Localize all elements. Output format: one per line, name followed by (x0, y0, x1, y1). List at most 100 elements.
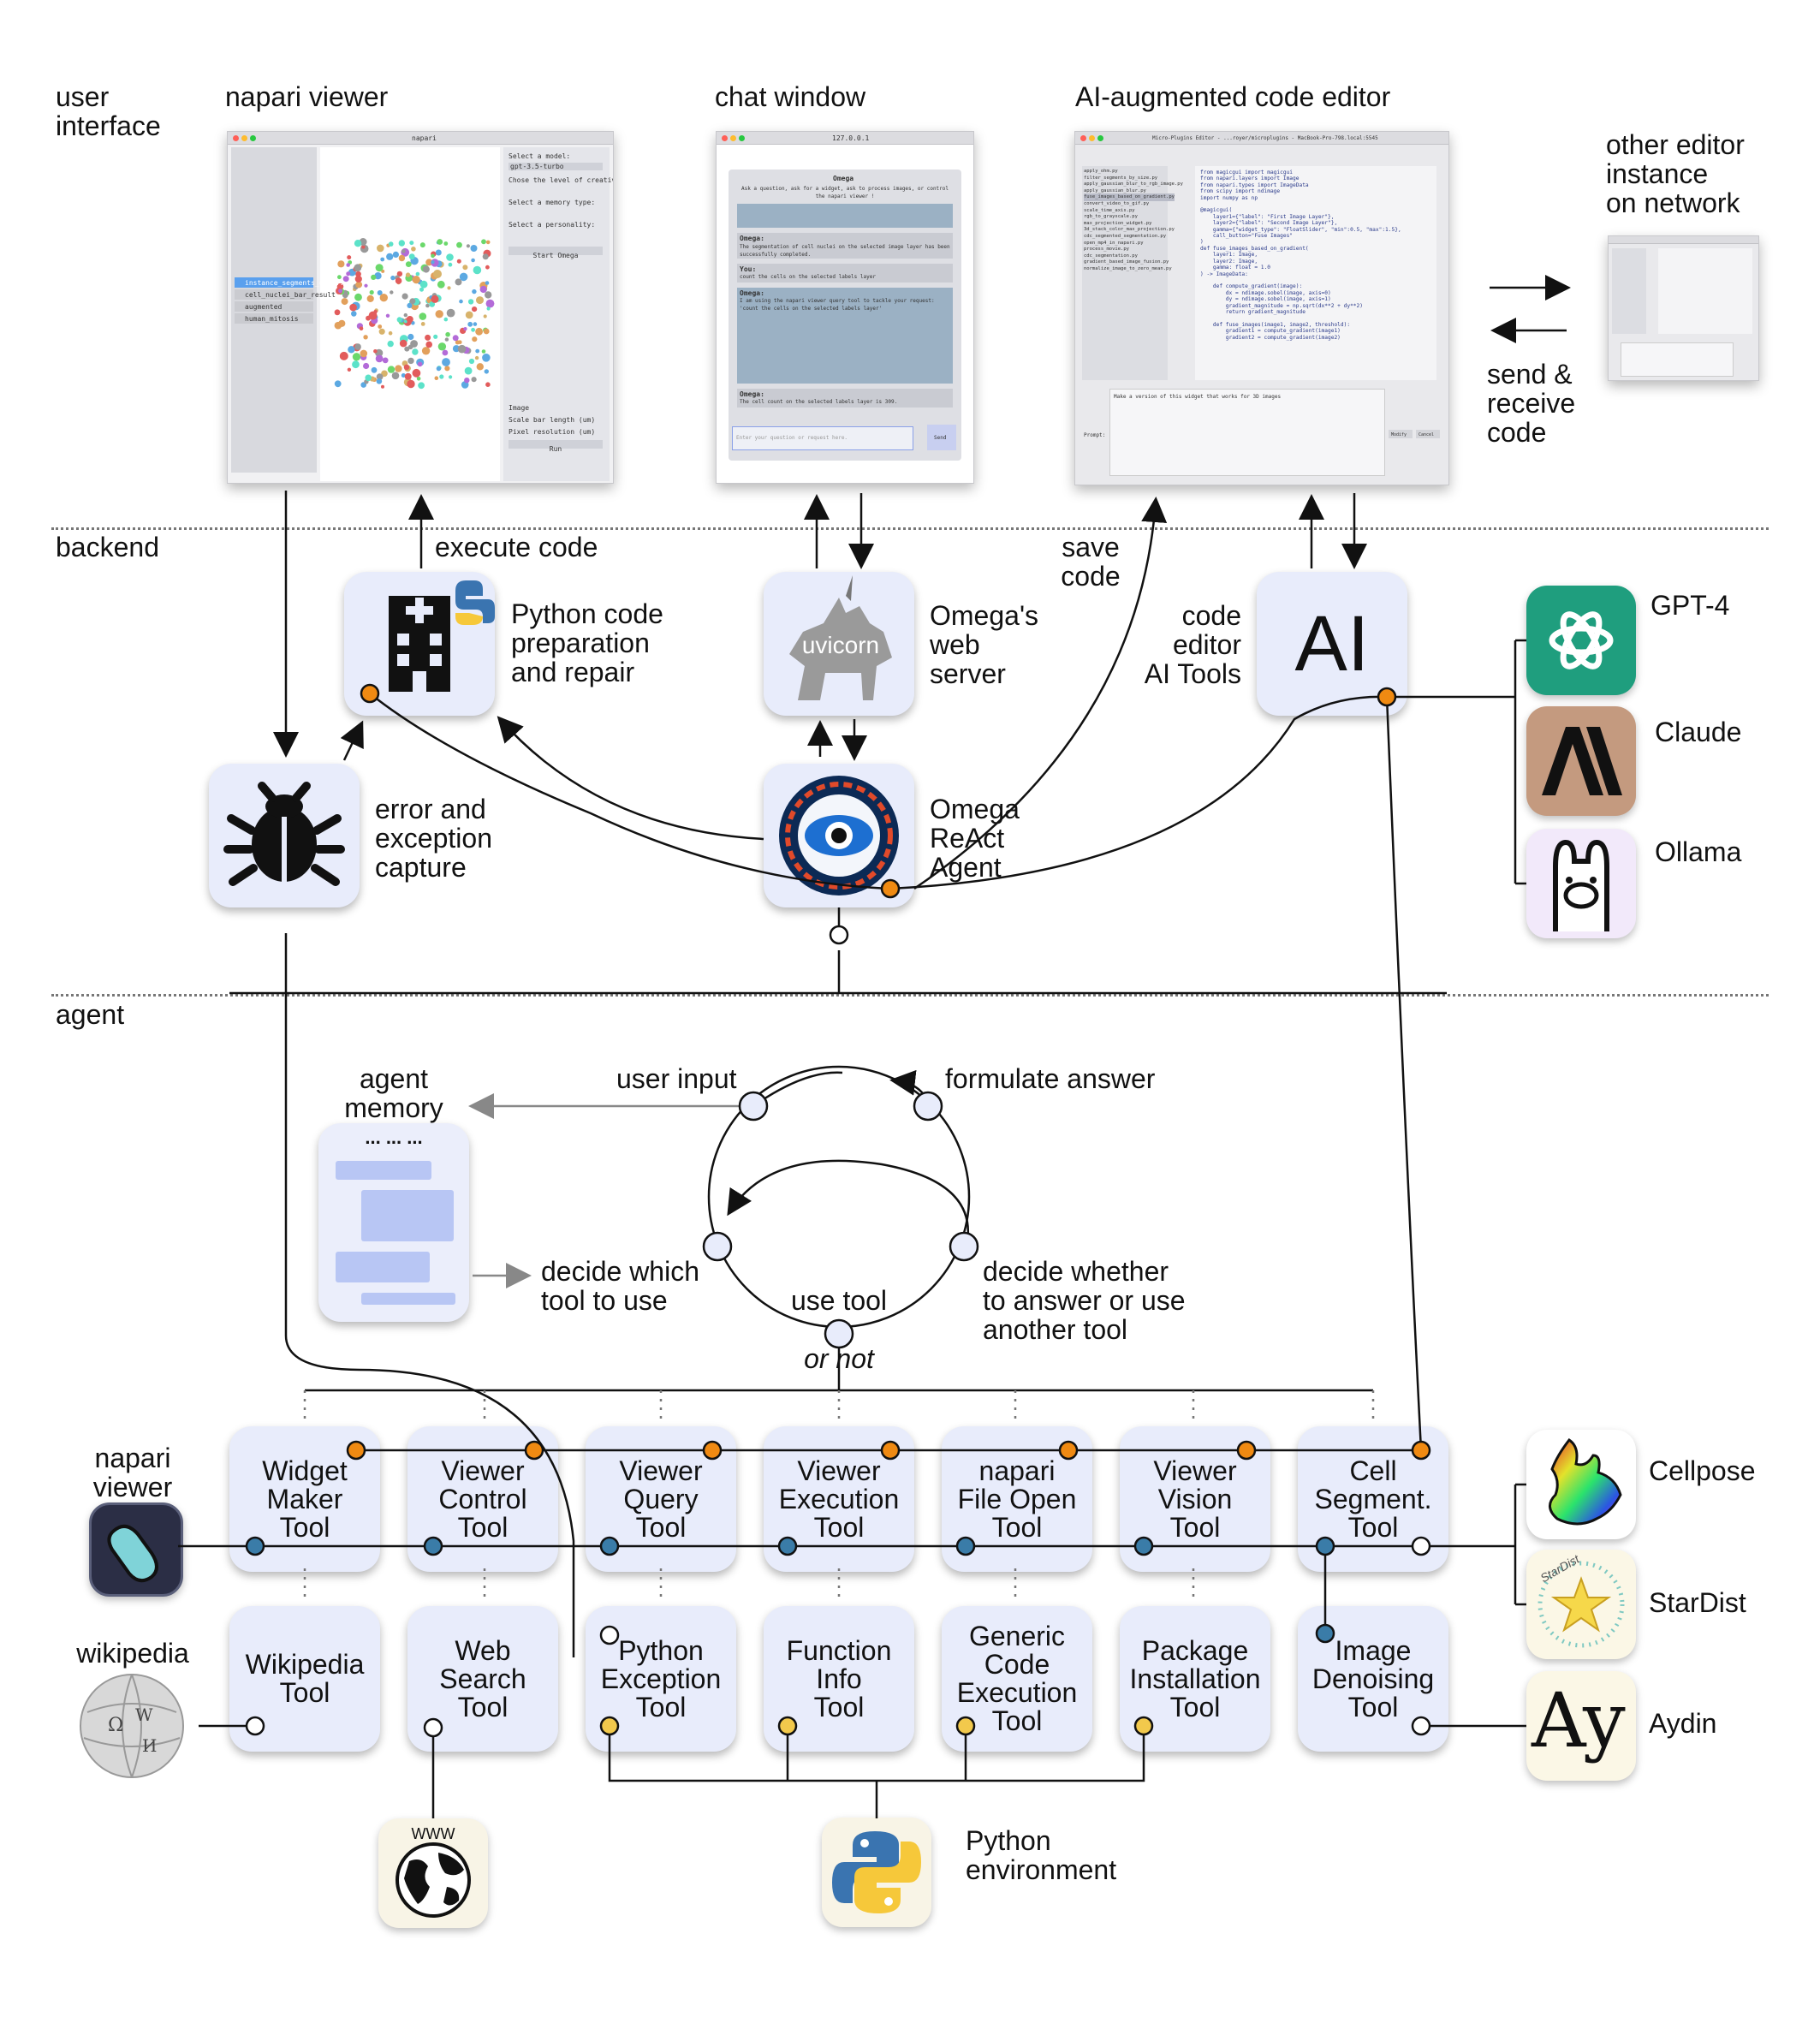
chat-send-button[interactable]: Send (927, 425, 956, 450)
wikipedia-label: wikipedia (76, 1638, 189, 1669)
napari-screenshot: napari Select a model: gpt-3.5-turbo Cho… (227, 131, 614, 484)
chat-input[interactable]: Enter your question or request here. (732, 426, 913, 450)
bug-icon (223, 782, 345, 886)
editor-file-item[interactable]: convert_video_to_gif.py (1084, 201, 1150, 206)
save-code-curve (913, 497, 1168, 890)
python-exception-in-node (599, 1625, 620, 1645)
napari-panel-row-1: gpt-3.5-turbo (510, 163, 564, 170)
gpt4-label: GPT-4 (1650, 590, 1730, 621)
ai-orange-node (1377, 687, 1397, 707)
editor-cancel-button[interactable]: Cancel (1416, 430, 1440, 438)
editor-file-item[interactable]: normalize_image_to_zero_mean.py (1084, 266, 1172, 271)
editor-file-item[interactable]: filter_segments_by_size.py (1084, 175, 1158, 181)
editor-file-item[interactable]: gradient_based_image_fusion.py (1084, 259, 1169, 265)
tool-box-row2-4: Generic Code Execution Tool (942, 1606, 1092, 1752)
stardist-label: StarDist (1649, 1587, 1746, 1618)
tool-orange-node-0 (346, 1440, 366, 1461)
layer-item-1[interactable]: cell_nuclei_bar_result (235, 289, 336, 300)
editor-file-item[interactable]: apply_gaussian_blur_to_rgb_image.py (1084, 181, 1183, 187)
editor-modify-button[interactable]: Modify (1389, 430, 1413, 438)
separator-backend (51, 527, 1769, 530)
tool-blue-node-2 (599, 1536, 620, 1556)
chat-msg1-label: Omega: (740, 235, 764, 242)
editor-file-item[interactable]: process_movie.py (1084, 247, 1129, 253)
web-search-tool-node (423, 1717, 443, 1738)
wikipedia-globe-icon: Ω W И (80, 1674, 184, 1778)
layer-item-2[interactable]: augmented (235, 301, 313, 312)
user-input-label: user input (616, 1063, 737, 1094)
gpt4-logo-icon (1526, 586, 1636, 695)
editor-file-item[interactable]: fuse_images_based_on_gradient.py (1084, 193, 1175, 202)
ai-text: AI (1294, 600, 1370, 687)
tool-orange-node-2 (702, 1440, 723, 1461)
chat-subtitle: Ask a question, ask for a widget, ask to… (740, 186, 949, 199)
other-editor-screenshot (1608, 235, 1759, 381)
chat-msg3-text: I am using the napari viewer query tool … (740, 298, 935, 312)
chat-screenshot: 127.0.0.1 Omega Ask a question, ask for … (716, 131, 974, 484)
editor-file-item[interactable]: open_mp4_in_napari.py (1084, 240, 1144, 246)
editor-file-item[interactable]: scale_time_axis.py (1084, 207, 1135, 213)
code-editor-tools-label: code editor AI Tools (1144, 600, 1241, 689)
chat-title: Omega (833, 175, 854, 182)
napari-right-panel: Select a model: gpt-3.5-turbo Chose the … (503, 147, 613, 481)
formulate-answer-label: formulate answer (945, 1063, 1156, 1094)
start-omega-button[interactable]: Start Omega (509, 247, 603, 259)
python-logo-icon (822, 1818, 931, 1927)
napari-bottom-row-2: Pixel resolution (um) (509, 428, 596, 436)
editor-file-item[interactable]: cdc_segmented_segmentation.py (1084, 234, 1167, 239)
loop-node-formulate (913, 1091, 943, 1122)
tool-blue-node-5 (1133, 1536, 1154, 1556)
tool-blue-node-0 (245, 1536, 265, 1556)
editor-file-item[interactable]: 3d_stack_color_max_projection.py (1084, 227, 1175, 233)
napari-canvas[interactable] (320, 147, 500, 481)
loop-node-user-input (738, 1091, 769, 1122)
separator-agent (51, 994, 1769, 997)
layer-item-0[interactable]: instance_segments_con... (235, 277, 344, 288)
svg-text:И: И (142, 1735, 157, 1756)
loop-node-decide-tool (702, 1231, 733, 1262)
error-capture-box (209, 764, 360, 907)
cell-segment-out-node (1411, 1536, 1431, 1556)
ollama-label: Ollama (1655, 836, 1742, 867)
tool-blue-node-3 (777, 1536, 798, 1556)
chat-msg4-text: The cell count on the selected labels la… (740, 399, 898, 405)
chat-titlebar: 127.0.0.1 (717, 132, 973, 145)
omega-web-box: uvicorn (764, 572, 914, 716)
tool-box-row2-0: Wikipedia Tool (229, 1606, 380, 1752)
editor-file-item[interactable]: apply_gaussian_blur.py (1084, 187, 1146, 193)
send-receive-label: send & receive code (1487, 359, 1576, 448)
chat-msg3-label: Omega: (740, 289, 764, 297)
editor-file-item[interactable]: apply_ohm.py (1084, 169, 1118, 174)
tool-yellow-node-2 (955, 1716, 976, 1736)
memory-bar-4 (361, 1293, 455, 1305)
editor-window-title: Micro-Plugins Editor - ...royer/microplu… (1152, 135, 1378, 141)
napari-cells-image (334, 238, 495, 390)
decide-tool-label: decide which tool to use (541, 1256, 699, 1316)
tool-blue-node-4 (955, 1536, 976, 1556)
agent-memory-box: ... ... ... (318, 1123, 469, 1322)
layer-item-3[interactable]: human_mitosis (235, 313, 313, 324)
www-globe-icon: WWW (378, 1818, 488, 1928)
loop-node-decide-whether (949, 1231, 979, 1262)
save-code-label: save code (1061, 532, 1121, 592)
tool-blue-node-1 (423, 1536, 443, 1556)
napari-panel-row-4: Select a personality: (509, 221, 596, 229)
napari-panel-row-3: Select a memory type: (509, 199, 596, 206)
napari-viewer-title: napari viewer (225, 81, 389, 112)
editor-code-area[interactable]: from magicgui import magicgui from napar… (1195, 166, 1436, 380)
error-to-prep-arrow (340, 720, 364, 761)
wikipedia-tool-node (245, 1716, 265, 1736)
editor-file-item[interactable]: rgb_to_grayscale.py (1084, 214, 1138, 220)
editor-file-item[interactable]: cdc_segmentation.py (1084, 253, 1138, 259)
tool-blue-node-6 (1315, 1536, 1335, 1556)
hospital-building-icon (389, 580, 495, 692)
claude-logo-icon (1526, 706, 1636, 816)
denoise-out-node (1411, 1716, 1431, 1736)
tool-orange-node-5 (1236, 1440, 1257, 1461)
editor-file-item[interactable]: max_projection_widget.py (1084, 220, 1152, 226)
other-editor-titlebar (1609, 236, 1758, 244)
claude-label: Claude (1655, 717, 1742, 747)
napari-run-button[interactable]: Run (509, 440, 603, 453)
editor-prompt-input[interactable]: Make a version of this widget that works… (1109, 389, 1385, 476)
